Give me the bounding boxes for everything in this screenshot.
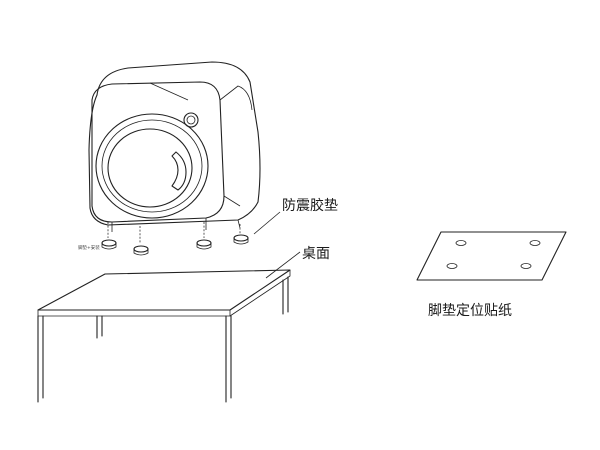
sticker-hole xyxy=(446,263,458,269)
anti-vibration-pads xyxy=(101,222,249,256)
foot-pad-icon xyxy=(101,239,117,250)
sticker-label: 脚垫定位贴纸 xyxy=(428,303,512,319)
desktop-label: 桌面 xyxy=(302,246,330,262)
sticker-hole xyxy=(529,240,541,246)
positioning-sticker xyxy=(416,231,567,281)
foot-pad-icon xyxy=(233,234,249,245)
foot-pad-icon xyxy=(196,239,212,250)
foot-pad-icon xyxy=(133,245,149,256)
sticker-hole xyxy=(455,240,467,246)
washing-machine xyxy=(88,61,261,232)
table xyxy=(37,269,291,403)
anti-vibration-pad-label: 防震胶垫 xyxy=(282,197,338,214)
pad-leader-line xyxy=(253,211,281,235)
control-knob-icon xyxy=(183,112,199,128)
desktop-leader-line xyxy=(265,251,301,279)
sticker-hole xyxy=(520,263,532,269)
tiny-note: 脚垫+安装 xyxy=(78,244,100,251)
